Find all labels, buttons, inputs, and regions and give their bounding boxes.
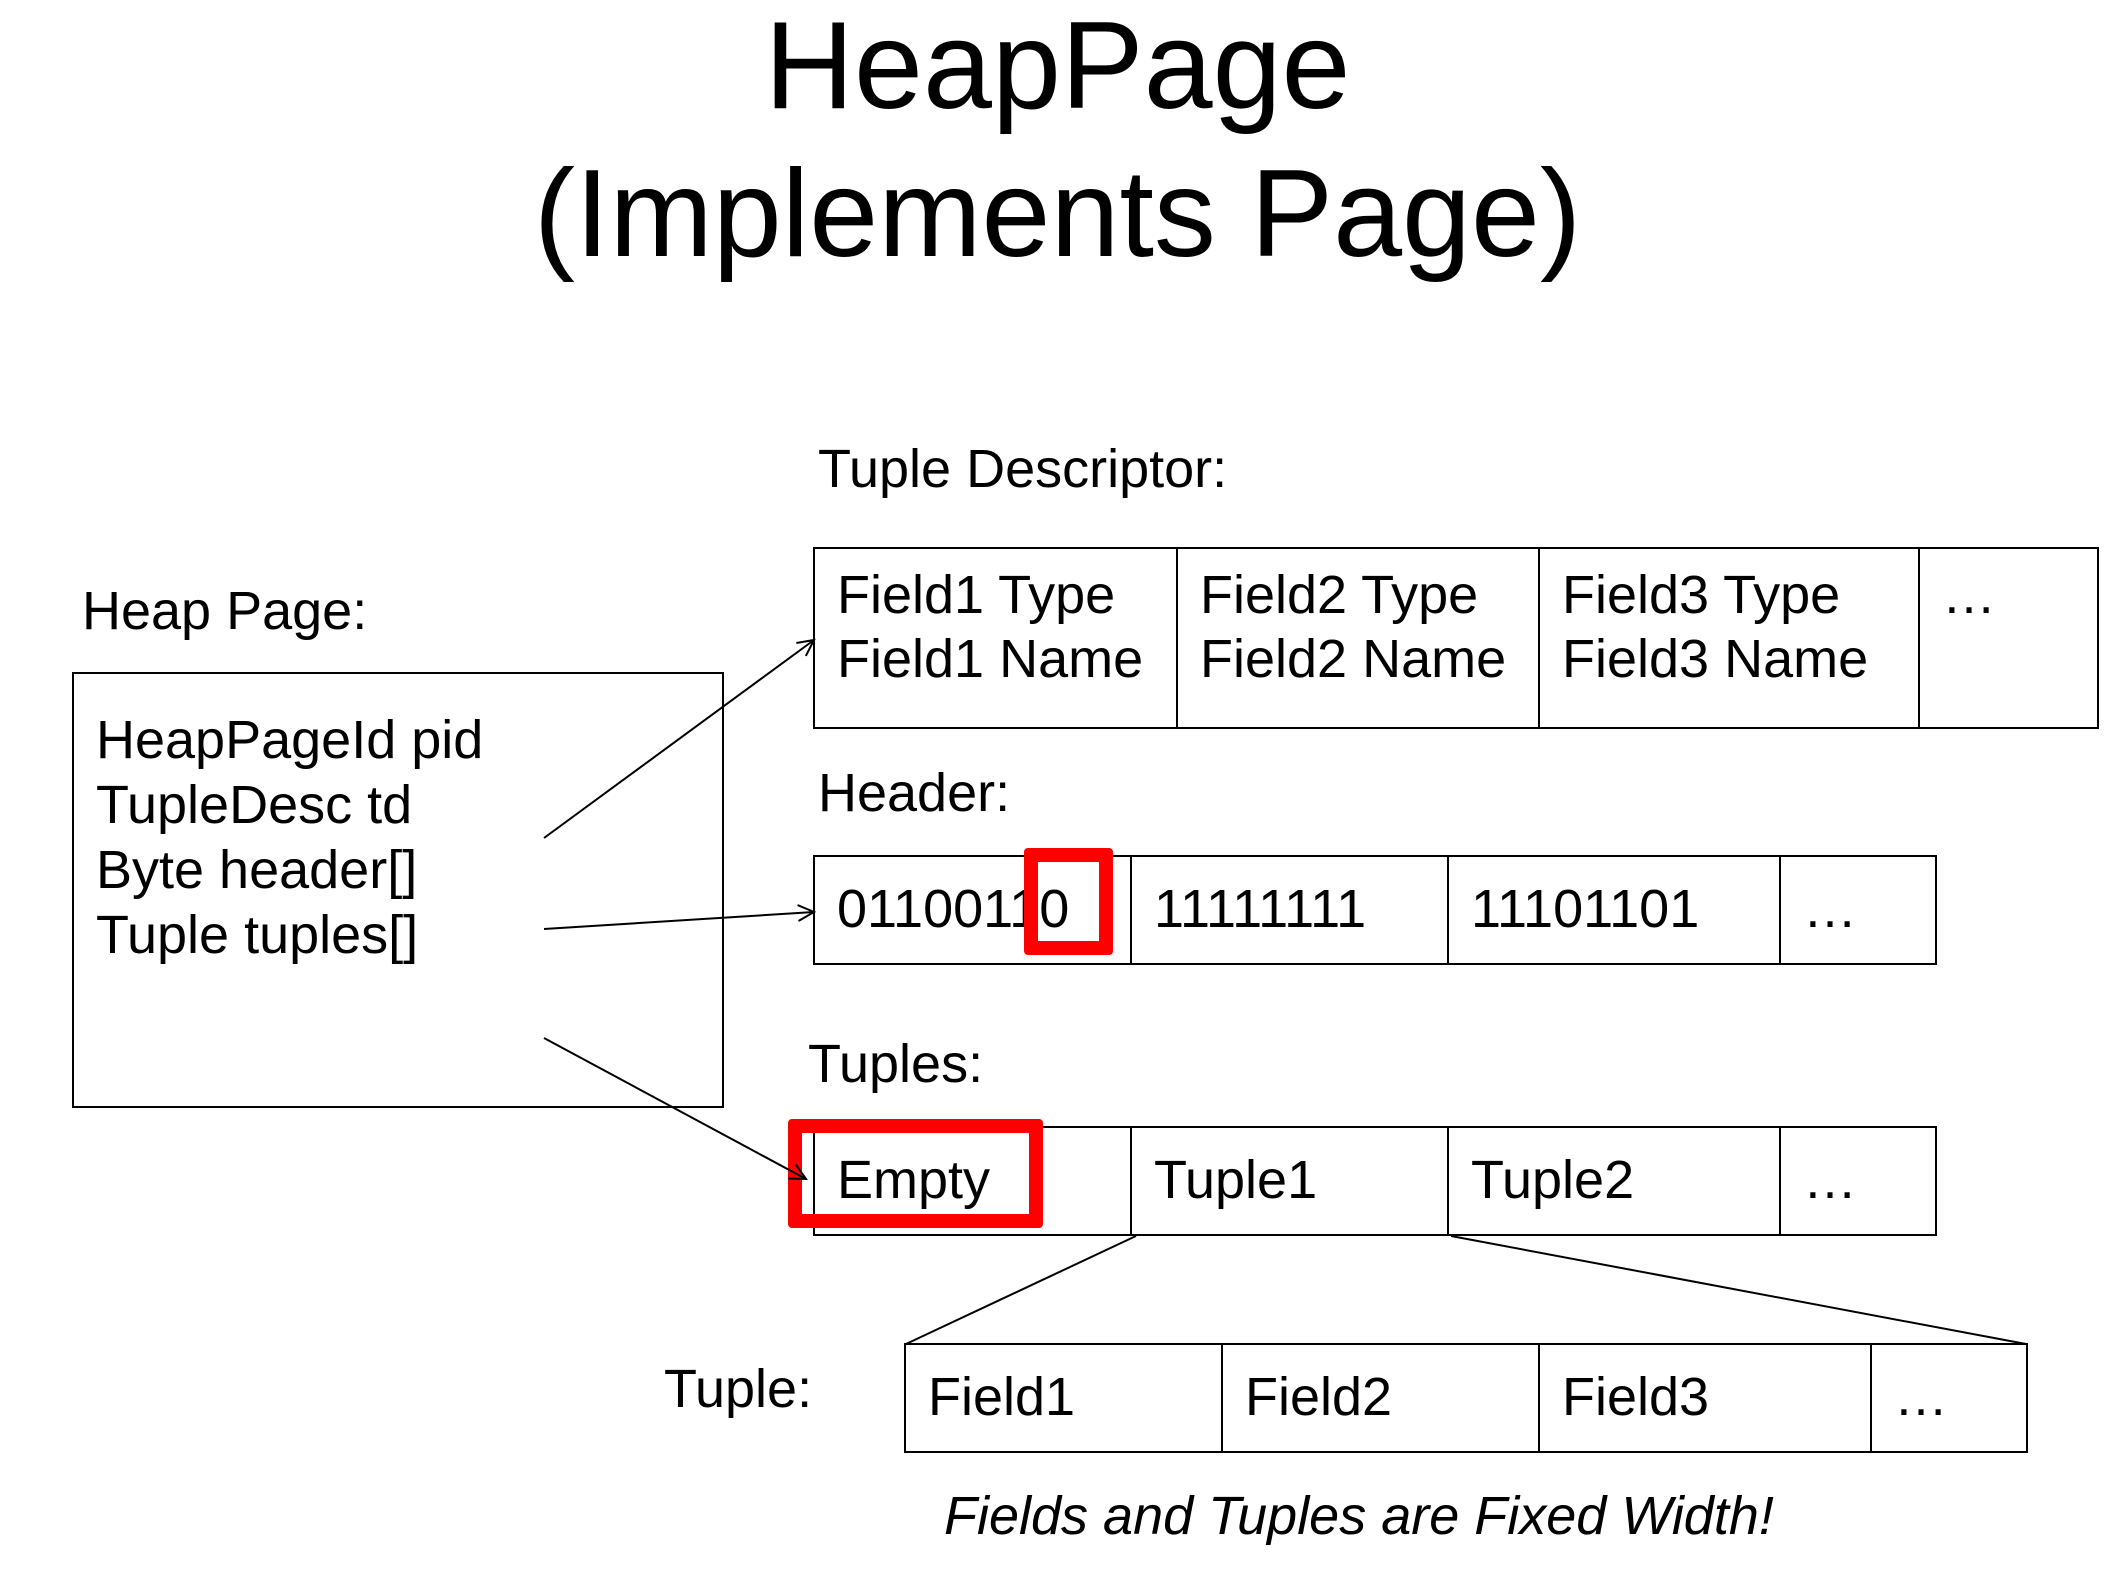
tuples-label: Tuples: <box>808 1034 984 1094</box>
highlight-empty-slot <box>788 1119 1043 1228</box>
title-line-1: HeapPage <box>764 0 1351 135</box>
tuple-label: Tuple: <box>664 1359 813 1419</box>
tuple-cell-field1: Field1 <box>906 1345 1223 1451</box>
tuple-cell-more: … <box>1894 1367 1948 1427</box>
td-field3-name: Field3 Name <box>1562 629 1869 689</box>
expand-line-right <box>1450 1235 2027 1345</box>
tuples-cell-tuple2: Tuple2 <box>1449 1128 1781 1234</box>
highlight-empty-bit <box>1024 848 1113 955</box>
td-more-type: … <box>1942 565 1996 625</box>
arrow-header-to-header-row <box>543 912 814 930</box>
heap-page-label: Heap Page: <box>82 581 368 641</box>
td-cell-field1: Field1 Type Field1 Name <box>815 549 1178 727</box>
header-cell-byte-3: 11101101 <box>1449 857 1781 963</box>
header-cell-byte-2: 11111111 <box>1132 857 1449 963</box>
td-cell-more: … <box>1920 549 2097 727</box>
header-label: Header: <box>818 763 1011 823</box>
footnote: Fields and Tuples are Fixed Width! <box>944 1486 1774 1546</box>
arrow-tuples-to-tuples-row <box>543 1037 806 1179</box>
heap-page-fields: HeapPageId pid TupleDesc td Byte header[… <box>96 708 483 968</box>
expand-line-left <box>905 1235 1137 1345</box>
td-cell-field2: Field2 Type Field2 Name <box>1178 549 1540 727</box>
td-field2-type: Field2 Type <box>1200 565 1479 625</box>
td-cell-field3: Field3 Type Field3 Name <box>1540 549 1920 727</box>
tuple-cell-field2: Field2 <box>1223 1345 1540 1451</box>
tuples-cell-tuple1: Tuple1 <box>1132 1128 1449 1234</box>
heap-page-field-td: TupleDesc td <box>96 775 413 835</box>
td-field1-name: Field1 Name <box>837 629 1144 689</box>
tuples-row: Empty Tuple1 Tuple2 … <box>813 1126 1937 1236</box>
tuples-cell-empty: Empty <box>815 1128 1132 1234</box>
heap-page-field-header: Byte header[] <box>96 840 418 900</box>
tuples-cell-more: … <box>1803 1150 1857 1210</box>
tuple-row: Field1 Field2 Field3 … <box>904 1343 2028 1453</box>
td-field2-name: Field2 Name <box>1200 629 1507 689</box>
heap-page-field-tuples: Tuple tuples[] <box>96 905 419 965</box>
tuple-cell-field3: Field3 <box>1540 1345 1872 1451</box>
tuple-descriptor-label: Tuple Descriptor: <box>818 439 1228 499</box>
td-field3-type: Field3 Type <box>1562 565 1841 625</box>
heap-page-field-pid: HeapPageId pid <box>96 710 484 770</box>
arrow-td-to-descriptor <box>543 640 814 839</box>
heap-page-box: HeapPageId pid TupleDesc td Byte header[… <box>72 672 724 1108</box>
tuple-descriptor-row: Field1 Type Field1 Name Field2 Type Fiel… <box>813 547 2099 729</box>
header-cell-more: … <box>1803 879 1857 939</box>
title-line-2: (Implements Page) <box>533 145 1582 283</box>
td-field1-type: Field1 Type <box>837 565 1116 625</box>
